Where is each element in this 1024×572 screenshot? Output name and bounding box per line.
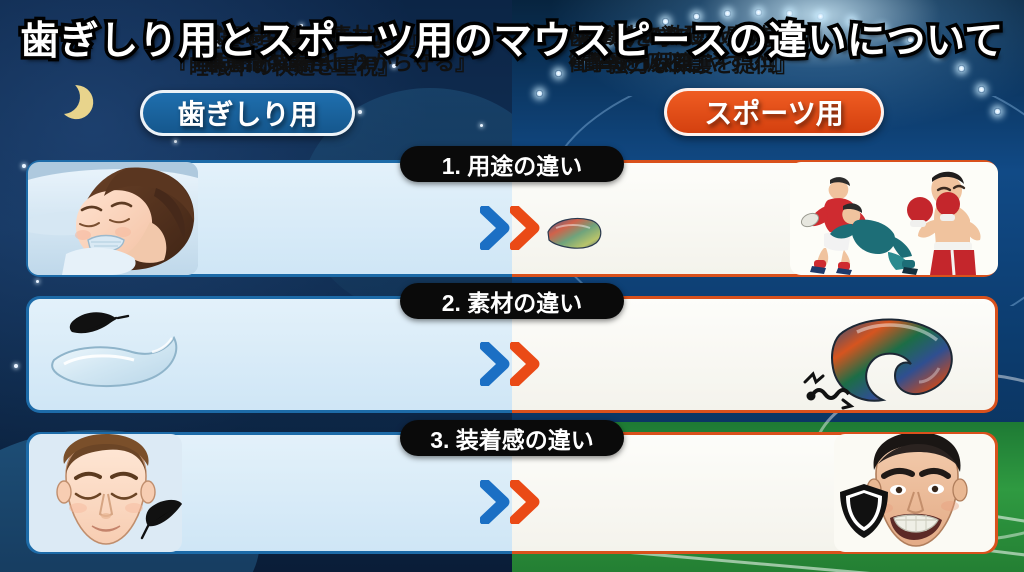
crescent-moon-icon <box>42 76 85 119</box>
section-2-label: 2. 素材の違い <box>400 283 624 319</box>
header-pill-grinding: 歯ぎしり用 <box>140 90 355 136</box>
chevron-right-icon-blue <box>480 342 510 386</box>
page-title: 歯ぎしり用とスポーツ用のマウスピースの違いについて <box>17 17 1007 67</box>
section-3-label: 3. 装着感の違い <box>400 420 624 456</box>
camo-thick-mouthguard-illustration <box>799 298 994 411</box>
row-1-arrows <box>480 204 552 252</box>
row-2-arrows <box>480 340 552 388</box>
athlete-face-wearing-mouthguard-illustration <box>834 434 994 552</box>
row-3-left-text: 『軽量で装着感が少ない』 『睡眠中の快適さ重視』 <box>168 29 430 79</box>
rugby-and-boxing-athletes-illustration <box>790 162 998 275</box>
section-1-label: 1. 用途の違い <box>400 146 624 182</box>
chevron-right-icon-orange <box>510 342 540 386</box>
chevron-right-icon-orange <box>510 206 540 250</box>
row-3-arrows <box>480 478 552 526</box>
sleeping-woman-with-mouthguard-illustration <box>28 162 198 275</box>
row-1-left-text: 『就寝時に使用』 『無意識の歯ぎしりから守る』 <box>182 25 476 75</box>
chevron-right-icon-orange <box>510 480 540 524</box>
header-pill-sports: スポーツ用 <box>664 88 884 136</box>
impact-spring-icon <box>803 371 855 410</box>
calm-sleeping-face-illustration <box>30 434 182 552</box>
header-pill-grinding-label: 歯ぎしり用 <box>175 97 320 133</box>
clear-soft-mouthguard-illustration <box>28 298 196 411</box>
row-2-left-text: 『ストレスない素材』 『長時間装着用』 <box>184 25 394 75</box>
feather-icon <box>69 312 130 334</box>
chevron-right-icon-blue <box>480 480 510 524</box>
feather-icon <box>140 499 182 540</box>
header-pill-sports-label: スポーツ用 <box>702 96 846 132</box>
shield-icon <box>840 484 888 538</box>
chevron-right-icon-blue <box>480 206 510 250</box>
colorful-mouthguard-icon <box>547 217 602 249</box>
